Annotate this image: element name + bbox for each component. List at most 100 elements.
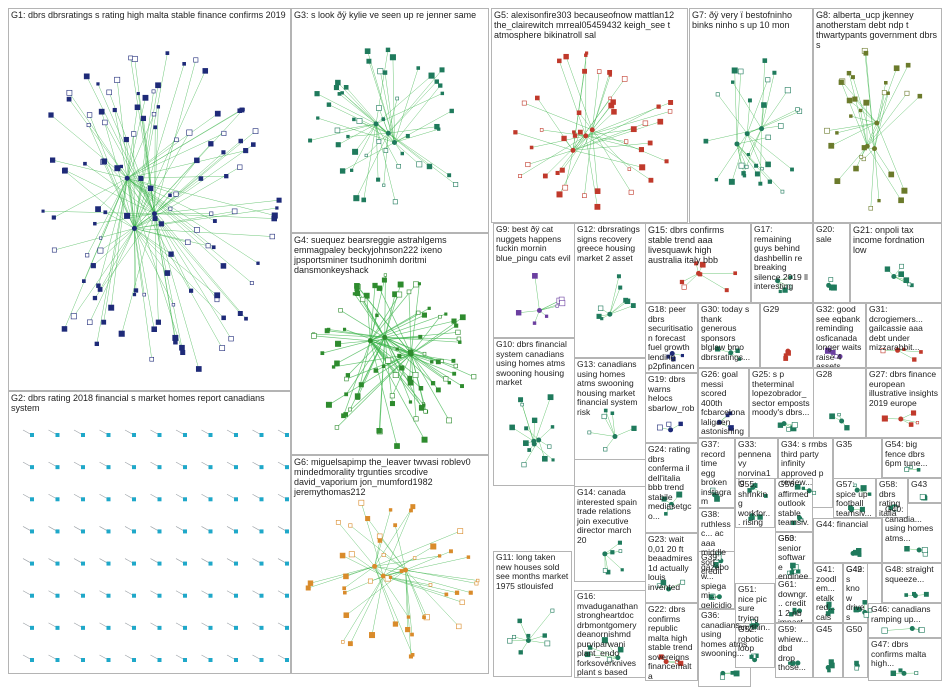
hub-node [612, 433, 618, 439]
node [858, 108, 863, 113]
node [90, 263, 96, 269]
edge [361, 502, 384, 577]
node [61, 326, 68, 332]
hub-node [898, 416, 904, 422]
edge [127, 178, 259, 264]
group-network-g13 [587, 408, 637, 452]
node [363, 292, 370, 299]
node [680, 579, 686, 585]
node [850, 75, 855, 80]
node [912, 591, 917, 596]
node [55, 465, 60, 470]
edge [379, 288, 412, 355]
node [86, 112, 93, 118]
group-panel-g45: G45 [813, 623, 843, 678]
node [542, 633, 547, 638]
edge [383, 557, 415, 577]
group-panel-g7: G7: ðÿ very ï bestofninho binks ninho s … [689, 8, 813, 223]
node [852, 96, 858, 102]
node [596, 313, 602, 319]
node [173, 191, 179, 197]
group-network-g1 [41, 51, 282, 372]
hub-node [744, 131, 750, 137]
node [854, 665, 860, 671]
node [418, 405, 425, 411]
node [83, 161, 87, 166]
node [352, 117, 356, 122]
node [307, 580, 314, 586]
edge [761, 90, 789, 129]
edge [347, 337, 386, 376]
node [285, 561, 289, 566]
edge [345, 353, 412, 415]
group-panel-g57: G57: spice up football teamsiv... [833, 478, 876, 518]
edge [310, 566, 375, 584]
node [826, 601, 832, 607]
edge [870, 148, 875, 209]
node [221, 315, 226, 321]
node [208, 625, 213, 630]
node [81, 593, 85, 598]
node [898, 271, 905, 277]
node [212, 219, 217, 223]
node [423, 409, 428, 414]
edge [405, 551, 452, 571]
node [366, 58, 372, 64]
node [761, 102, 767, 108]
edge [572, 106, 659, 151]
node [285, 497, 289, 502]
edge [342, 575, 384, 643]
edge [512, 427, 534, 442]
edge [614, 428, 635, 437]
node [812, 490, 817, 495]
node [437, 554, 442, 558]
node [594, 188, 601, 194]
edge [127, 133, 225, 179]
node [410, 632, 414, 637]
node [456, 623, 462, 630]
edge [346, 353, 412, 380]
node [334, 127, 341, 134]
edge [344, 566, 375, 589]
group-label: G51: nice pic sure trying anythin... [738, 584, 771, 638]
node [348, 551, 355, 558]
node [857, 552, 862, 557]
group-panel-g2: G2: dbrs rating 2018 financial s market … [8, 391, 291, 674]
node [234, 497, 238, 502]
edge [604, 553, 623, 570]
node [85, 253, 90, 258]
group-panel-g28: G28 [813, 368, 866, 438]
node [754, 171, 760, 177]
node [744, 164, 749, 169]
hub-node [392, 139, 398, 145]
group-network-g45 [825, 659, 835, 673]
edge [342, 555, 384, 577]
node [365, 516, 371, 522]
node [797, 515, 801, 519]
node [132, 497, 136, 502]
node [919, 494, 926, 500]
edge [384, 337, 403, 369]
node [220, 263, 227, 269]
node [451, 318, 457, 324]
edge [388, 69, 443, 134]
node [881, 90, 887, 96]
node [157, 465, 162, 470]
group-panel-g12: G12: dbrsratings signs recovery greece h… [574, 223, 646, 358]
group-label: G13: canadians using homes atms swooning… [577, 359, 638, 417]
edge [874, 148, 880, 201]
group-label: G4: suequez bearsreggie astrahlgems emma… [294, 235, 447, 275]
hub-node [536, 308, 542, 314]
node [556, 191, 563, 198]
node [860, 485, 867, 492]
group-network-g32 [824, 347, 843, 359]
node [81, 433, 85, 437]
node [285, 433, 289, 437]
node [375, 313, 379, 318]
node [694, 261, 699, 266]
edge [592, 105, 612, 131]
node [427, 306, 431, 310]
node [742, 173, 747, 178]
group-label: G46: canadians ramping up... [871, 604, 931, 624]
